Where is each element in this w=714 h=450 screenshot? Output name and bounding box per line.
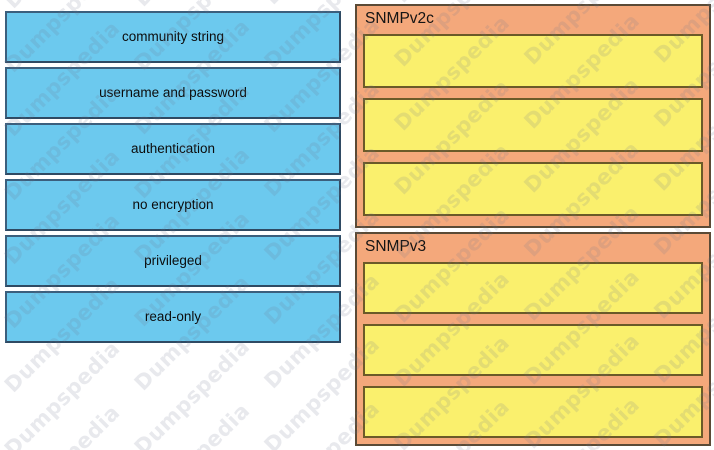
- drag-chip-label: community string: [121, 29, 225, 45]
- drag-chip-label: authentication: [130, 141, 216, 157]
- drag-chip-label: username and password: [99, 85, 247, 101]
- drag-chip-username-and-password[interactable]: username and password: [5, 67, 341, 119]
- drop-slot-snmpv2c-2[interactable]: [363, 98, 703, 152]
- drag-chip-read-only[interactable]: read-only: [5, 291, 341, 343]
- drag-chip-community-string[interactable]: community string: [5, 11, 341, 63]
- category-panel-snmpv3: SNMPv3: [355, 232, 711, 446]
- drop-slot-snmpv3-3[interactable]: [363, 386, 703, 438]
- drop-slot-snmpv2c-1[interactable]: [363, 34, 703, 88]
- drag-chip-privileged[interactable]: privileged: [5, 235, 341, 287]
- drop-slot-group-snmpv2c: [363, 34, 703, 220]
- category-title-snmpv2c: SNMPv2c: [365, 10, 434, 27]
- category-panel-snmpv2c: SNMPv2c: [355, 4, 711, 228]
- drop-slot-snmpv3-1[interactable]: [363, 262, 703, 314]
- drop-slot-snmpv3-2[interactable]: [363, 324, 703, 376]
- drag-chip-label: no encryption: [132, 197, 214, 213]
- drop-slot-group-snmpv3: [363, 262, 703, 438]
- drag-chip-label: privileged: [144, 253, 202, 269]
- drag-chip-label: read-only: [144, 309, 202, 325]
- drag-chip-no-encryption[interactable]: no encryption: [5, 179, 341, 231]
- category-title-snmpv3: SNMPv3: [365, 238, 427, 255]
- drag-source-column: community string username and password a…: [5, 11, 341, 347]
- drag-chip-authentication[interactable]: authentication: [5, 123, 341, 175]
- drop-slot-snmpv2c-3[interactable]: [363, 162, 703, 216]
- drop-target-column: SNMPv2c SNMPv3: [355, 4, 711, 446]
